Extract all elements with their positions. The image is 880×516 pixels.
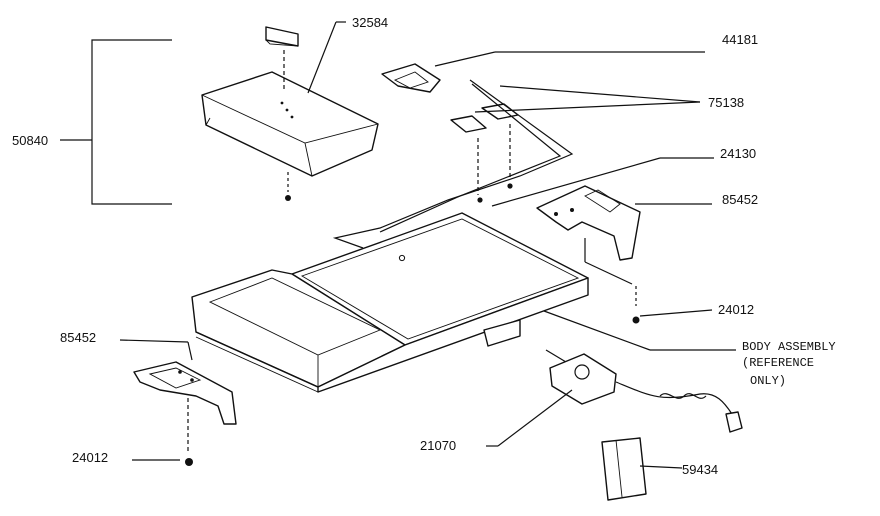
callout-44181: 44181 — [722, 32, 758, 47]
knob-insert-part — [265, 26, 299, 47]
left-screw — [185, 458, 193, 466]
callout-50840: 50840 — [12, 133, 48, 148]
callout-24130: 24130 — [720, 146, 756, 161]
callout-59434: 59434 — [682, 462, 718, 477]
tray-clip-part — [381, 63, 441, 93]
body-assembly-line1: BODY ASSEMBLY — [742, 340, 836, 354]
body-part — [191, 212, 589, 393]
callout-24012-right: 24012 — [718, 302, 754, 317]
callout-24012-left: 24012 — [72, 450, 108, 465]
body-assembly-line3: ONLY) — [750, 374, 786, 388]
callout-32584: 32584 — [352, 15, 388, 30]
lid-part — [201, 71, 379, 177]
lid-screw — [285, 195, 291, 201]
control-cord-part — [545, 349, 743, 433]
callout-21070: 21070 — [420, 438, 456, 453]
callout-85452-left: 85452 — [60, 330, 96, 345]
right-screw — [632, 316, 640, 324]
callout-85452-right: 85452 — [722, 192, 758, 207]
body-assembly-line2: (REFERENCE — [742, 356, 814, 370]
manual-part — [601, 437, 647, 501]
foot-left-part — [133, 361, 237, 425]
hinge-plate-left — [450, 115, 487, 133]
foot-right-part — [536, 185, 641, 261]
callout-75138: 75138 — [708, 95, 744, 110]
